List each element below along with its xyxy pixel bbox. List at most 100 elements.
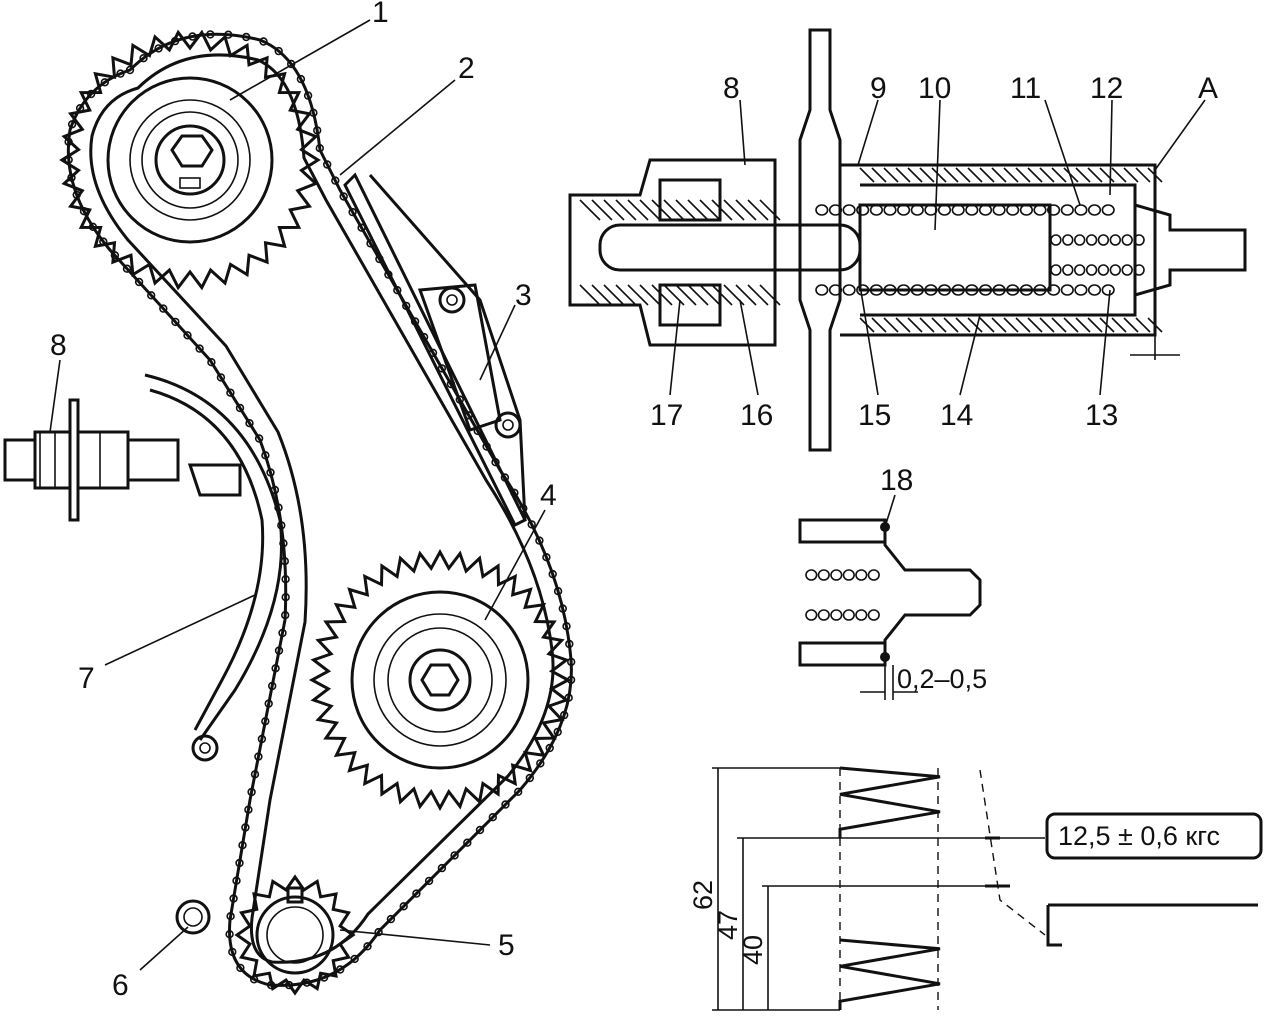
auxiliary-sprocket (308, 548, 572, 812)
chain-link (271, 664, 280, 673)
spring-coil (937, 204, 952, 216)
test-spring-coils (838, 938, 941, 1010)
chain-link (542, 552, 551, 562)
spring-coil (1033, 204, 1047, 216)
hatch-line (603, 284, 625, 306)
callout-7: 7 (78, 662, 95, 695)
hatch-line (1003, 317, 1019, 333)
tensioner-cross-section: 8 9 10 11 12 А 13 14 15 16 17 (568, 28, 1247, 452)
chain-link (513, 787, 523, 796)
spring-coil (978, 204, 993, 216)
spring-coil (842, 569, 855, 581)
hatch-line (747, 199, 769, 221)
hatch-line (1051, 167, 1067, 183)
outer-spring (815, 204, 1115, 296)
spring-coil (830, 609, 843, 621)
callout-10: 10 (918, 72, 951, 105)
hatch-line (1075, 317, 1091, 333)
hatch-line (991, 167, 1007, 183)
hatch-line (955, 167, 971, 183)
chain-link (238, 840, 247, 850)
spring-coil (992, 284, 1006, 296)
callout-8-right: 8 (723, 72, 740, 105)
spring-coil (1046, 204, 1061, 216)
chain-link (226, 911, 235, 921)
hatch-line (991, 317, 1007, 333)
callout-9: 9 (870, 72, 887, 105)
dim-62: 62 (688, 880, 718, 910)
chain-link (281, 592, 290, 602)
hatch-line (979, 317, 995, 333)
spring-coil (842, 284, 856, 296)
chain-link (245, 419, 254, 428)
spring-coil (978, 284, 993, 296)
chain-link (67, 120, 77, 129)
hatch-line (1111, 167, 1127, 183)
spring-coil (1073, 264, 1086, 276)
spring-coil (828, 284, 843, 296)
hatch-line (711, 199, 733, 221)
hatch-line (943, 317, 959, 333)
hatch-line (759, 284, 781, 306)
sprocket-teeth (308, 548, 572, 812)
callout-a: А (1198, 72, 1218, 105)
chain-link (558, 604, 567, 613)
chain-link (195, 344, 204, 353)
hatch-line (639, 284, 661, 306)
chain-link (336, 965, 345, 974)
spring-coil (1019, 284, 1034, 296)
tensioner-shoe (144, 373, 284, 762)
hatch-line (1039, 317, 1055, 333)
hatch-line (1051, 317, 1067, 333)
chain-link (67, 173, 76, 182)
hatch-line (1063, 317, 1079, 333)
hatch-line (579, 199, 601, 221)
hatch-line (1099, 167, 1115, 183)
gap-dimension-label: 0,2–0,5 (897, 664, 987, 694)
chain-link (171, 317, 180, 327)
hatch-line (663, 284, 685, 306)
hatch-line (735, 284, 757, 306)
chain-link (261, 717, 270, 726)
hatch-line (687, 284, 709, 306)
hatch-line (883, 167, 899, 183)
spring-coil (1046, 284, 1061, 296)
chain-link (559, 710, 569, 720)
hatch-line (723, 199, 745, 221)
spring-coil (1121, 234, 1133, 246)
chain-link (323, 160, 332, 169)
chain-link (228, 947, 237, 957)
hatch-line (1039, 167, 1055, 183)
hatch-line (663, 199, 685, 221)
sprocket-teeth (234, 874, 356, 996)
chain-link (232, 876, 241, 885)
spring-coil (910, 284, 924, 296)
hatch-line (895, 167, 911, 183)
hex-bolt-icon (170, 134, 214, 168)
spring-coil (1062, 264, 1074, 276)
hatch-line (1087, 317, 1103, 333)
chain-link (247, 787, 256, 797)
spring-coil (1050, 264, 1062, 276)
chain-link (412, 889, 421, 898)
spring-coil (1050, 234, 1062, 246)
spring-coil (869, 204, 884, 216)
spring-coil (1074, 284, 1088, 296)
chain-link (281, 610, 290, 620)
chain-link (254, 752, 263, 761)
callout-1: 1 (372, 0, 389, 29)
spring-coil (856, 204, 870, 216)
spring-coil (1085, 264, 1098, 276)
chain-link (207, 358, 216, 367)
spring-test-diagram: 62 47 40 12,5 ± 0,6 кгс (688, 766, 1263, 1011)
callout-2: 2 (458, 52, 475, 85)
chain-link (463, 838, 472, 847)
chain-link (566, 657, 576, 667)
chain-link (437, 863, 447, 873)
chain-link (296, 74, 306, 84)
timing-chain (64, 30, 576, 990)
hatch-line (711, 284, 733, 306)
chain-link (374, 927, 383, 937)
spring-coil (1006, 204, 1020, 216)
